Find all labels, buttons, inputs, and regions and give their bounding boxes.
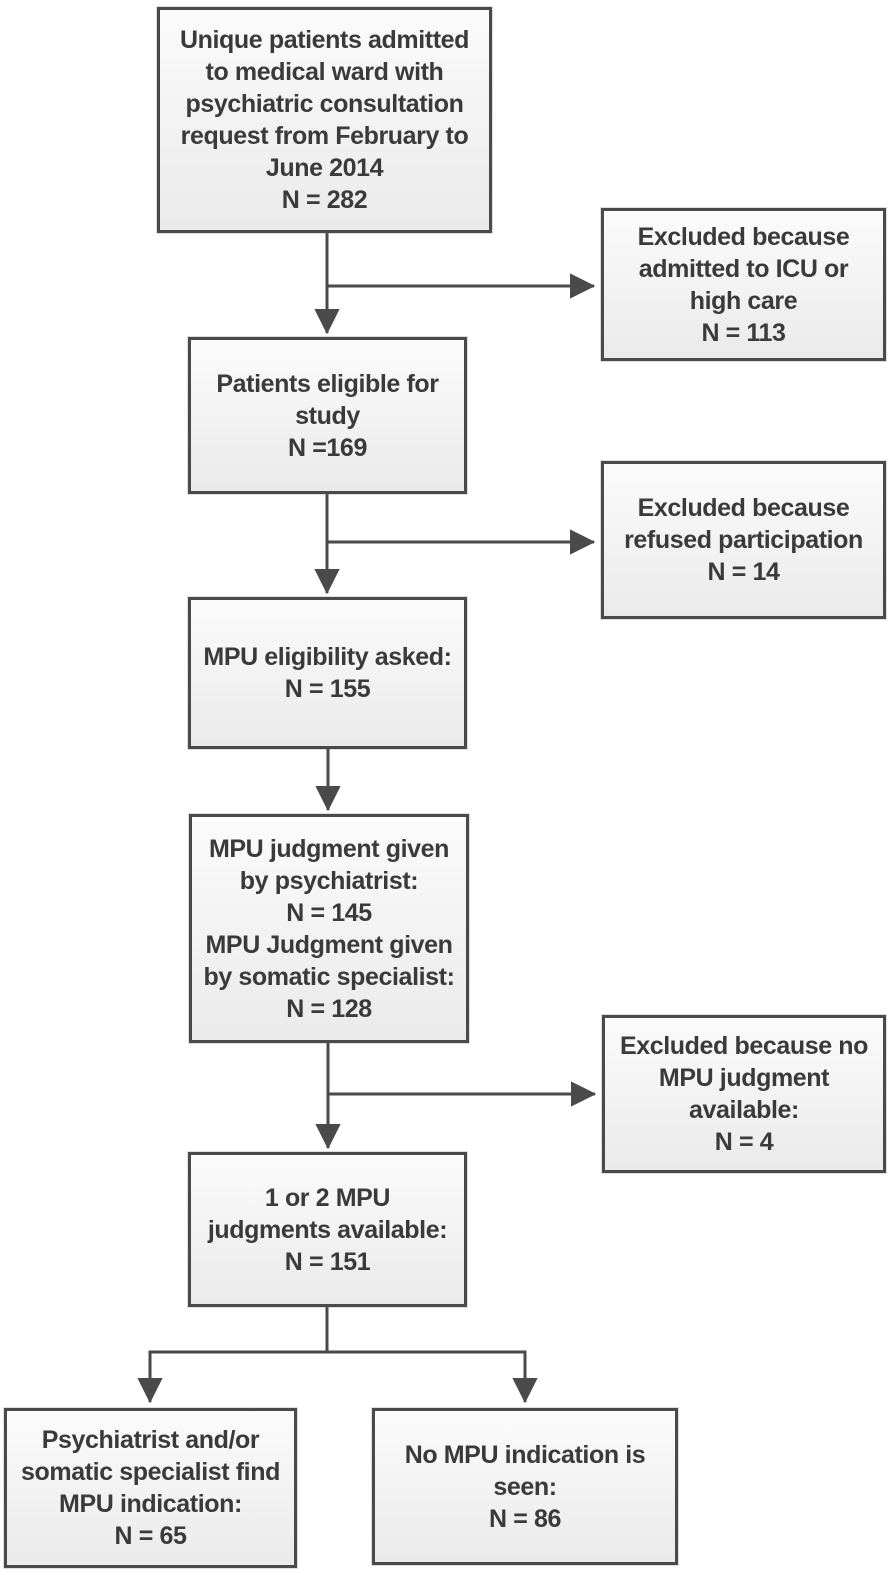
node-patients-eligible: Patients eligible for study N =169 — [188, 337, 467, 494]
node-judgments-available: 1 or 2 MPU judgments available: N = 151 — [188, 1152, 467, 1307]
node-excluded-icu: Excluded because admitted to ICU or high… — [601, 208, 886, 361]
node-excluded-refused-participation: Excluded because refused participation N… — [601, 461, 886, 619]
node-admitted-patients: Unique patients admitted to medical ward… — [157, 7, 492, 233]
node-mpu-judgment-given: MPU judgment given by psychiatrist: N = … — [189, 814, 469, 1043]
node-mpu-eligibility-asked: MPU eligibility asked: N = 155 — [188, 597, 467, 749]
node-mpu-indication-found: Psychiatrist and/or somatic specialist f… — [4, 1408, 297, 1568]
node-excluded-no-judgment: Excluded because no MPU judgment availab… — [602, 1015, 886, 1173]
node-no-mpu-indication: No MPU indication is seen: N = 86 — [372, 1408, 678, 1565]
